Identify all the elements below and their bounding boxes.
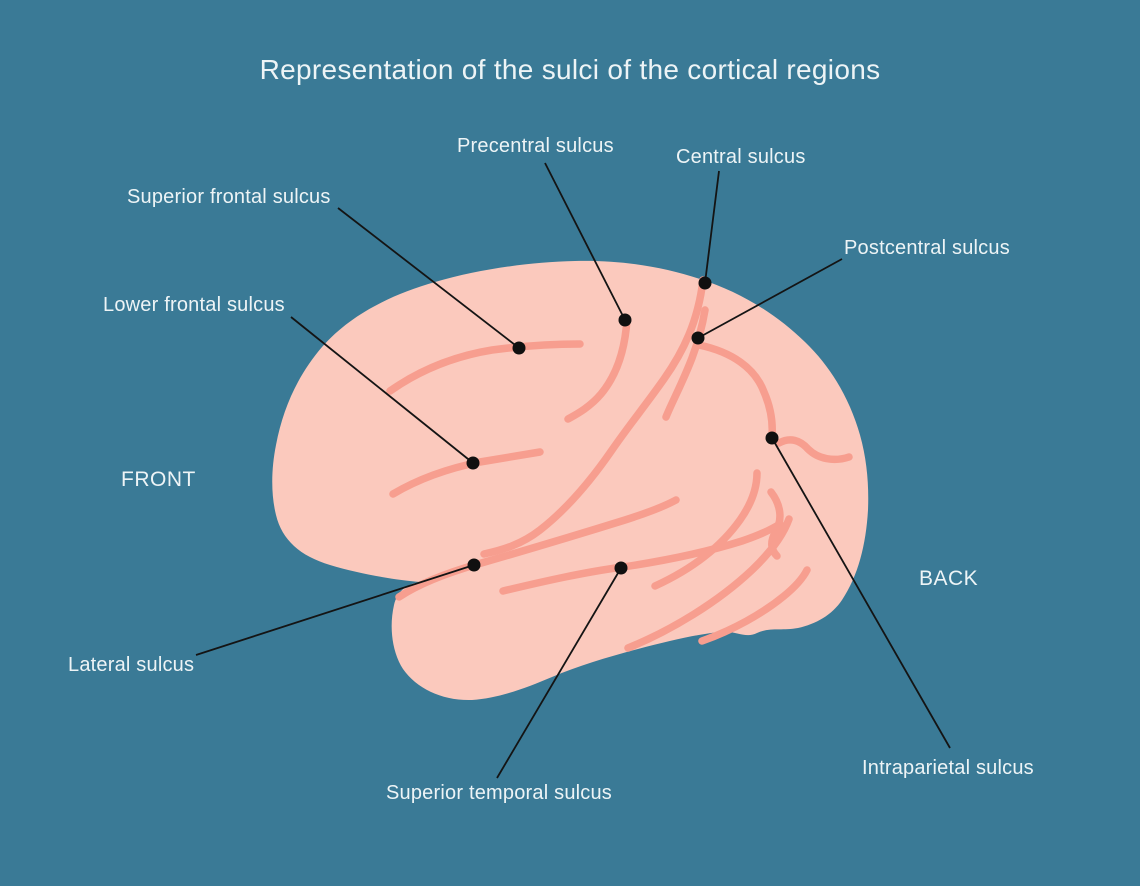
- marker-dot-intraparietal: [765, 431, 779, 445]
- sulcus-line-superior-temporal: [499, 520, 784, 595]
- marker-dot-central: [698, 276, 712, 290]
- sulcus-line-temporal-back-arc: [624, 515, 793, 652]
- leader-line-precentral: [544, 162, 626, 321]
- label-central-sulcus: Central sulcus: [676, 146, 806, 168]
- label-lower-frontal-sulcus: Lower frontal sulcus: [103, 294, 285, 316]
- marker-dot-superior-frontal: [512, 341, 526, 355]
- sulcus-line-parietal-arc: [651, 469, 761, 590]
- leader-line-intraparietal: [771, 437, 951, 749]
- label-superior-temporal-sulcus: Superior temporal sulcus: [386, 782, 613, 804]
- label-superior-frontal-sulcus: Superior frontal sulcus: [127, 186, 331, 208]
- label-front: FRONT: [121, 468, 196, 491]
- leader-line-lateral: [195, 564, 475, 656]
- leader-line-superior-frontal: [337, 207, 520, 349]
- marker-dot-superior-temporal: [614, 561, 628, 575]
- leader-line-postcentral: [697, 258, 843, 339]
- sulcus-line-superior-frontal: [386, 340, 584, 395]
- marker-dot-lateral: [467, 558, 481, 572]
- label-postcentral-sulcus: Postcentral sulcus: [844, 237, 1010, 259]
- sulcus-line-intraparietal-branch: [775, 436, 853, 464]
- label-precentral-sulcus: Precentral sulcus: [457, 135, 614, 157]
- label-lateral-sulcus: Lateral sulcus: [68, 654, 195, 676]
- sulcus-line-central: [480, 276, 707, 558]
- marker-dot-lower-frontal: [466, 456, 480, 470]
- sulcus-line-postcentral: [662, 306, 709, 421]
- leader-line-central: [704, 170, 720, 284]
- sulcus-line-lower-frontal: [389, 448, 544, 498]
- label-intraparietal-sulcus: Intraparietal sulcus: [862, 757, 1034, 779]
- sulcus-line-precentral: [564, 315, 631, 423]
- leader-line-superior-temporal: [496, 567, 622, 779]
- marker-dot-postcentral: [691, 331, 705, 345]
- sulcus-line-lower-back-arc: [698, 566, 811, 645]
- marker-dot-precentral: [618, 313, 632, 327]
- leader-line-lower-frontal: [290, 316, 474, 464]
- brain-shape: [272, 260, 869, 701]
- label-back: BACK: [919, 567, 979, 590]
- diagram-title: Representation of the sulci of the corti…: [259, 54, 881, 85]
- sulcus-line-intraparietal: [695, 341, 776, 440]
